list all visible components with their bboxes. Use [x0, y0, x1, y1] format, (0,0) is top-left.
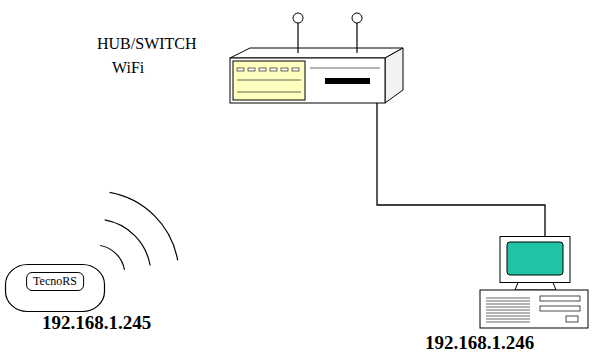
vent: [486, 310, 530, 311]
wifi-hub-shape: [225, 8, 405, 103]
vent: [486, 313, 530, 314]
screen: [507, 242, 563, 275]
drive-slot: [540, 306, 580, 311]
radio-arc: [110, 192, 178, 260]
device-label: HUB/SWITCH WiFi: [97, 32, 227, 80]
antenna-tip: [293, 13, 303, 23]
hub-line: [310, 68, 380, 69]
antenna: [297, 23, 298, 53]
ip-address: 192.168.1.245: [42, 313, 151, 333]
vent: [486, 298, 530, 299]
hub-led: [270, 68, 277, 71]
ip-address: 192.168.1.246: [425, 333, 534, 353]
device-outline: [6, 265, 105, 312]
computer-shape: [478, 236, 590, 331]
hub-line: [237, 80, 301, 81]
monitor-foot: [515, 283, 556, 291]
hub-led: [259, 68, 266, 71]
wifi-hub: HUB/SWITCH WiFi: [225, 8, 405, 103]
vent: [486, 307, 530, 308]
hub-front: [230, 58, 385, 103]
radio-arc: [105, 220, 150, 265]
computer: 192.168.1.246: [478, 236, 590, 331]
hub-line: [237, 92, 301, 93]
hub-led: [292, 68, 299, 71]
vent: [486, 319, 530, 320]
tecnors-device: TecnoRS192.168.1.245: [5, 264, 105, 312]
power-button: [566, 316, 578, 322]
vent: [486, 322, 530, 323]
hub-slot: [325, 78, 370, 84]
vent: [486, 304, 530, 305]
radio-arc: [100, 246, 124, 270]
vent: [486, 301, 530, 302]
drive-slot: [540, 296, 580, 301]
hub-led: [237, 68, 244, 71]
antenna-tip: [352, 13, 362, 23]
antenna: [356, 23, 357, 53]
vent: [486, 316, 530, 317]
network-cable: [377, 103, 545, 236]
hub-top: [230, 48, 403, 58]
hub-side: [385, 48, 403, 103]
hub-led: [248, 68, 255, 71]
device-name: TecnoRS: [26, 272, 84, 291]
system-unit: [480, 290, 588, 328]
hub-led: [281, 68, 288, 71]
monitor: [500, 237, 570, 283]
hub-panel: [233, 61, 305, 100]
